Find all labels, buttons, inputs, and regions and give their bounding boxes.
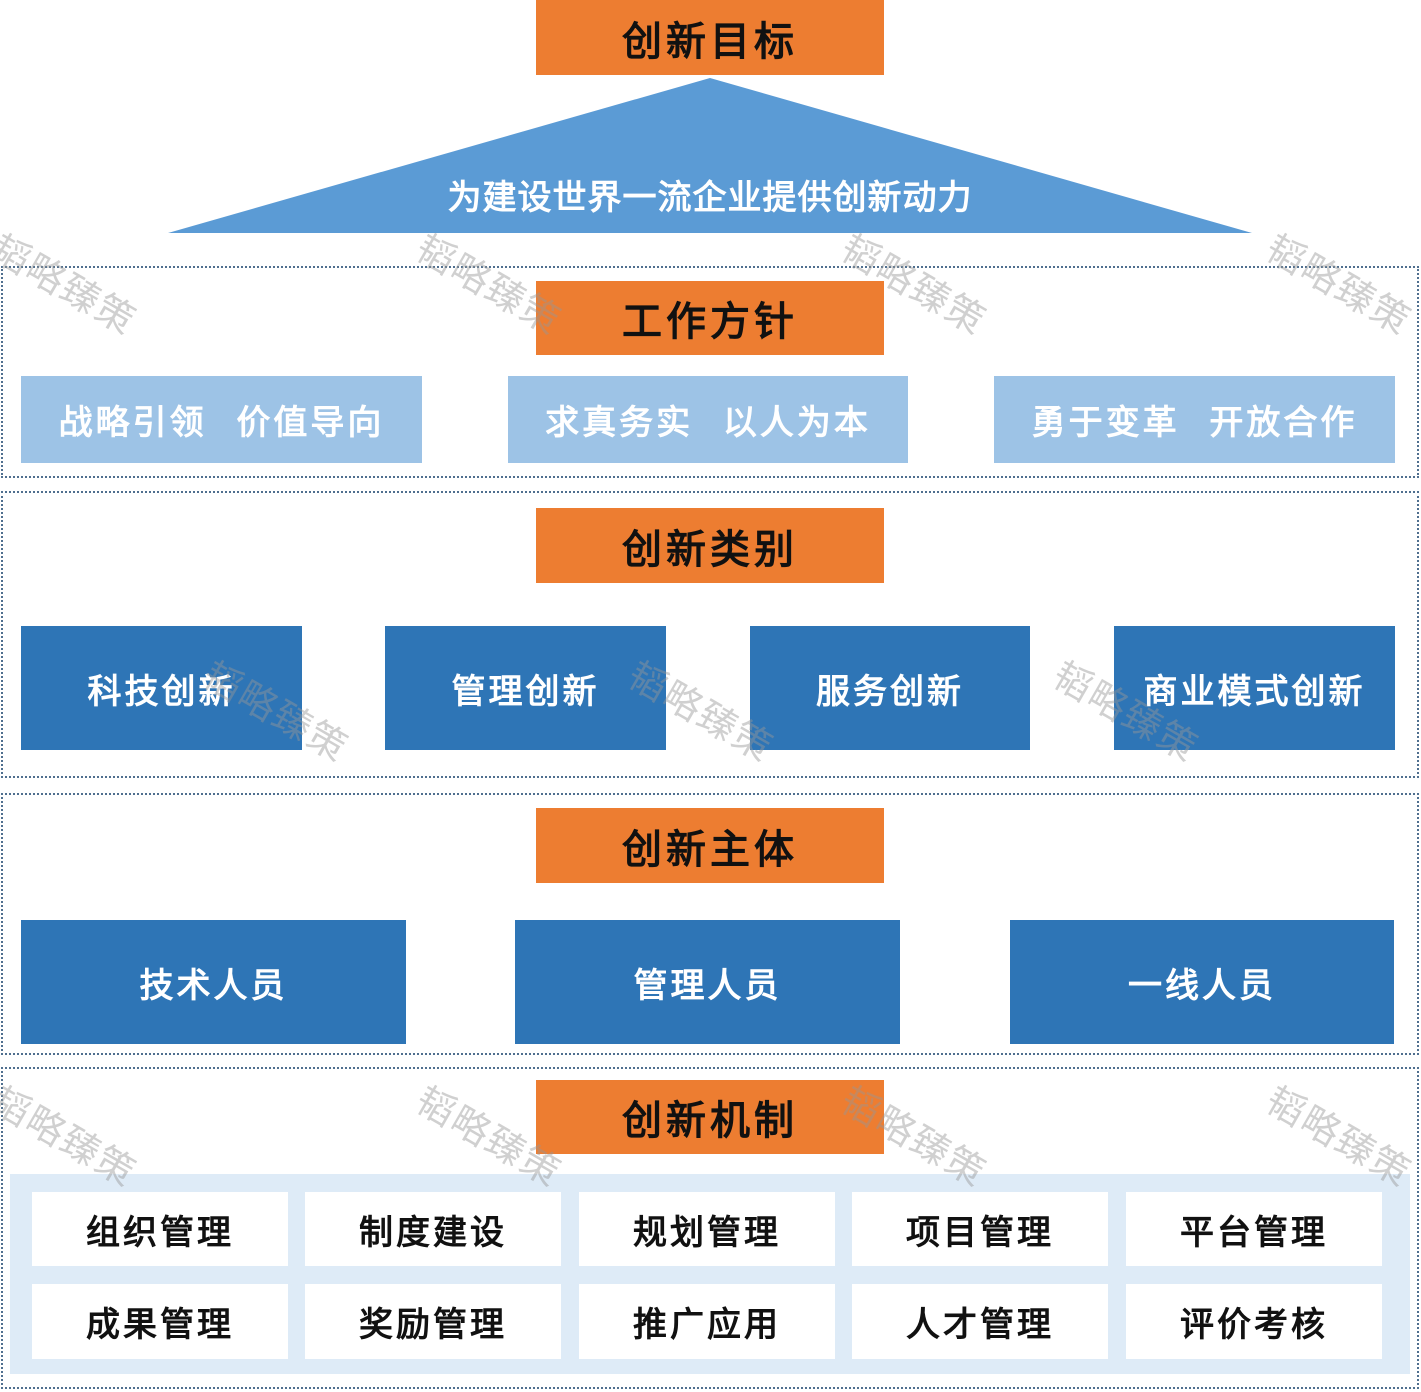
category-title: 创新类别: [536, 508, 884, 583]
goal-statement: 为建设世界一流企业提供创新动力: [447, 177, 973, 218]
policy-item-1: 战略引领 价值导向: [21, 376, 422, 463]
mechanism-item-9: 人才管理: [852, 1284, 1108, 1359]
mechanism-item-3: 规划管理: [579, 1192, 835, 1266]
policy-item-2: 求真务实 以人为本: [508, 376, 908, 463]
category-item-management: 管理创新: [385, 626, 666, 750]
subject-title: 创新主体: [536, 808, 884, 883]
mechanism-item-1: 组织管理: [32, 1192, 288, 1266]
mechanism-item-6: 成果管理: [32, 1284, 288, 1359]
category-item-business-model: 商业模式创新: [1114, 626, 1395, 750]
subject-item-frontline: 一线人员: [1010, 920, 1394, 1044]
category-item-tech: 科技创新: [21, 626, 302, 750]
goal-triangle: [168, 78, 1252, 233]
policy-section: [1, 266, 1419, 478]
mechanism-item-7: 奖励管理: [305, 1284, 561, 1359]
mechanism-item-4: 项目管理: [852, 1192, 1108, 1266]
mechanism-section: [1, 1067, 1419, 1389]
subject-section: [1, 793, 1419, 1055]
policy-title: 工作方针: [536, 281, 884, 355]
subject-item-management: 管理人员: [515, 920, 900, 1044]
category-item-service: 服务创新: [750, 626, 1030, 750]
goal-title: 创新目标: [536, 0, 884, 75]
mechanism-item-8: 推广应用: [579, 1284, 835, 1359]
mechanism-title: 创新机制: [536, 1080, 884, 1154]
mechanism-item-5: 平台管理: [1126, 1192, 1382, 1266]
category-section: [1, 491, 1419, 778]
policy-item-3: 勇于变革 开放合作: [994, 376, 1395, 463]
mechanism-item-2: 制度建设: [305, 1192, 561, 1266]
mechanism-item-10: 评价考核: [1126, 1284, 1382, 1359]
goal-triangle-shape: [168, 78, 1252, 233]
subject-item-technical: 技术人员: [21, 920, 406, 1044]
